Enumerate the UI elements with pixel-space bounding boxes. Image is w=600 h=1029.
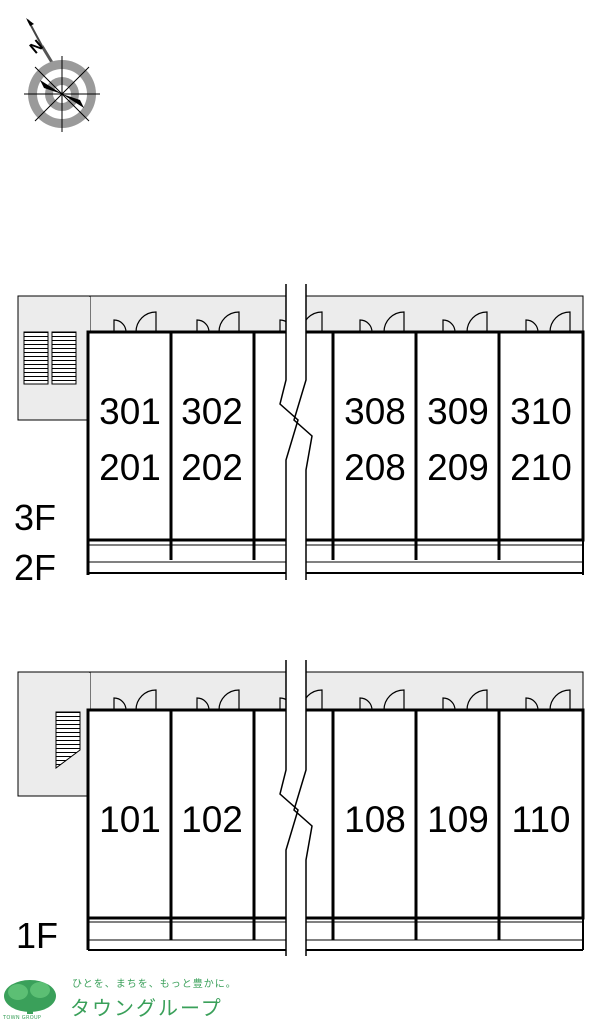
staircase bbox=[55, 711, 81, 769]
logo-tagline: ひとを、まちを、もっと豊かに。 bbox=[72, 979, 237, 990]
unit-label: 208 bbox=[344, 447, 406, 488]
floor-label: 3F bbox=[14, 497, 56, 538]
unit-label: 310 bbox=[510, 391, 572, 432]
logo-name: タウングループ bbox=[70, 996, 223, 1020]
staircase bbox=[23, 331, 49, 385]
unit-label: 101 bbox=[99, 799, 161, 840]
compass-icon bbox=[24, 18, 100, 132]
unit-label: 110 bbox=[512, 799, 571, 840]
unit-label: 109 bbox=[427, 799, 489, 840]
floor-label: 2F bbox=[14, 547, 56, 588]
tree-icon bbox=[4, 980, 56, 1014]
unit-label: 209 bbox=[427, 447, 489, 488]
unit-label: 309 bbox=[427, 391, 489, 432]
unit-label: 301 bbox=[99, 391, 161, 432]
staircase bbox=[51, 331, 77, 385]
upper-block bbox=[17, 284, 585, 580]
unit-label: 308 bbox=[344, 391, 406, 432]
unit-label: 302 bbox=[181, 391, 243, 432]
floor-label: 1F bbox=[16, 915, 58, 956]
unit-label: 202 bbox=[181, 447, 243, 488]
unit-label: 108 bbox=[344, 799, 406, 840]
logo-sub: TOWN GROUP bbox=[3, 1015, 42, 1021]
compass-north-label: N bbox=[27, 37, 47, 57]
unit-label: 201 bbox=[99, 447, 161, 488]
unit-label: 102 bbox=[181, 799, 243, 840]
lower-block bbox=[17, 660, 585, 956]
unit-label: 210 bbox=[510, 447, 572, 488]
